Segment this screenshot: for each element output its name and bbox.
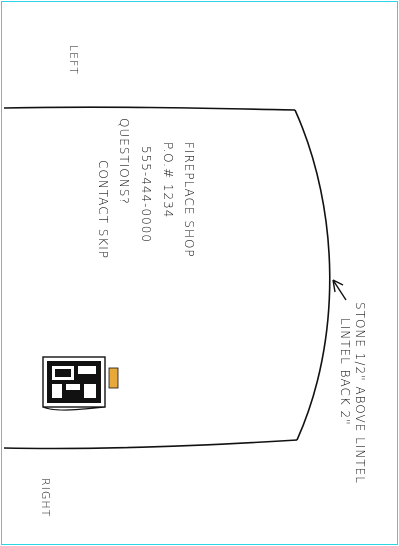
opening-arch-edge [294, 109, 331, 441]
phone-number: 555-444-0000 [139, 146, 153, 244]
po-number: P.O.# 1234 [161, 142, 175, 219]
company-logo [42, 356, 119, 411]
callout-line-1: STONE 1/2" ABOVE LINTEL [353, 302, 367, 484]
shop-name: FIREPLACE SHOP [182, 142, 196, 258]
contact-text: CONTACT SKIP [96, 160, 110, 259]
callout-arrow-line [332, 279, 347, 301]
opening-top-edge [3, 106, 296, 111]
callout-arrow-head [332, 279, 344, 293]
callout-line-2: LINTEL BACK 2" [338, 318, 352, 426]
left-label: LEFT [67, 45, 80, 75]
opening-bottom-edge [3, 439, 298, 450]
questions-text: QUESTIONS? [117, 118, 131, 205]
right-label: RIGHT [39, 478, 52, 518]
